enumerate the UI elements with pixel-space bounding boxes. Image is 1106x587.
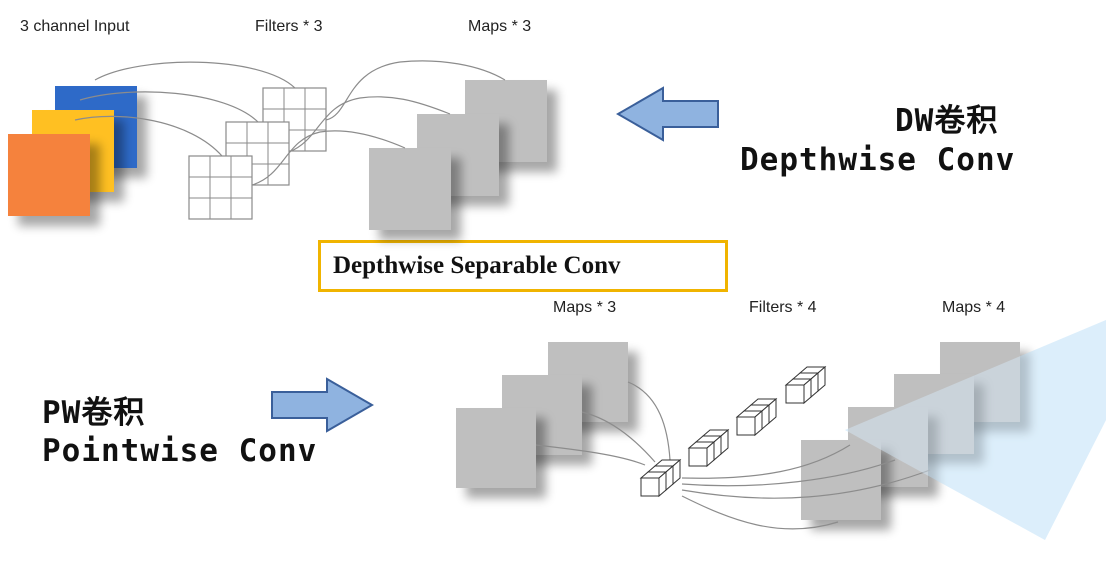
dw-filter-3	[188, 155, 253, 220]
pw-connector-1	[627, 381, 671, 461]
pw-connector-2	[581, 411, 656, 463]
pw-maps-in-label: Maps * 3	[553, 299, 617, 316]
dw-connector-1	[94, 61, 296, 89]
dw-maps-label: Maps * 3	[468, 18, 532, 35]
dw-arrow-icon	[616, 86, 719, 142]
dw-filters-label: Filters * 3	[255, 18, 323, 35]
pw-connector-3	[535, 444, 646, 466]
dw-output-map-3	[369, 148, 451, 230]
pw-filter-3	[735, 397, 778, 437]
pw-filters-label: Filters * 4	[749, 299, 817, 316]
dw-connector-6	[251, 130, 406, 186]
separable-conv-title: Depthwise Separable Conv	[318, 240, 728, 292]
pw-input-map-3	[456, 408, 536, 488]
pw-title-cn: PW卷积	[42, 395, 146, 431]
pw-filter-2	[687, 428, 730, 468]
pw-maps-out-label: Maps * 4	[942, 299, 1006, 316]
highlight-beam	[845, 320, 1106, 540]
pw-connector-4	[681, 444, 851, 479]
pw-arrow-icon	[271, 377, 374, 433]
dw-connector-5	[288, 96, 451, 153]
pw-connector-7	[681, 495, 839, 530]
pw-connector-5	[681, 459, 896, 487]
input-label: 3 channel Input	[20, 18, 130, 35]
pw-filter-1	[639, 458, 682, 498]
highlight-beam-overlay	[845, 320, 1106, 540]
pw-filter-4	[784, 365, 827, 405]
dw-connector-3	[74, 115, 223, 157]
dw-connector-2	[79, 91, 259, 123]
dw-title-en: Depthwise Conv	[740, 142, 1016, 178]
pw-connector-6	[681, 469, 931, 499]
pw-title-en: Pointwise Conv	[42, 433, 318, 469]
input-channel-3	[8, 134, 90, 216]
dw-connector-4	[325, 60, 506, 121]
dw-title-cn: DW卷积	[895, 103, 999, 139]
